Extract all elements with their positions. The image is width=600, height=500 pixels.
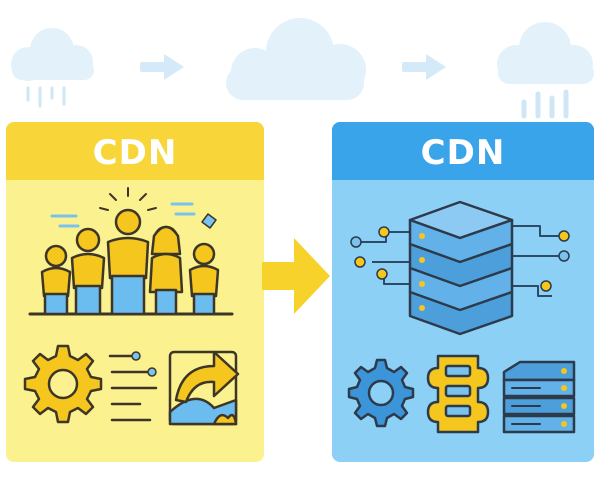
arrow-right-icon [140,54,184,80]
server-stack-icon [350,200,570,336]
people-group-icon [28,187,234,316]
connector-arrow [262,238,330,314]
gear-icon [347,358,415,428]
arrow-right-icon [402,54,446,80]
server-rack-icon [502,360,576,434]
share-arrow-icon [168,350,240,426]
gear-icon [23,344,103,424]
cloud-rain-icon [11,28,94,108]
puzzle-icon [426,354,490,434]
cloud-upload-icon [497,22,594,119]
cloud-icon [226,18,366,100]
speed-lines-icon [108,351,158,422]
left-panel-title: CDN [92,133,178,173]
right-panel-title: CDN [420,133,506,173]
